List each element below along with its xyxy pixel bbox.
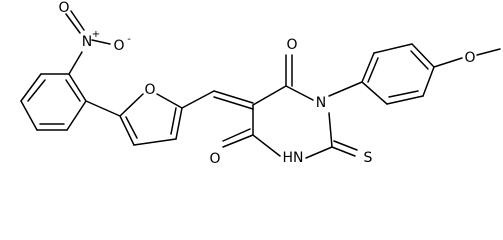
nitrophenyl-ring bbox=[20, 73, 87, 131]
nitro-nitrogen-label: N bbox=[82, 34, 92, 50]
molecule-drawing: N + O - O O N HN O bbox=[20, 0, 501, 167]
methylidene-linker bbox=[181, 90, 254, 110]
methoxyphenyl-ring bbox=[328, 43, 435, 105]
nitro-oxygen-double-label: O bbox=[58, 0, 69, 16]
c4-oxygen-label: O bbox=[286, 37, 297, 53]
furan-ring: O bbox=[119, 82, 183, 146]
carbonyl-c6: O bbox=[209, 128, 254, 167]
carbonyl-c4: O bbox=[285, 37, 298, 87]
nitro-group: N + O - O bbox=[58, 0, 131, 75]
thioxo-group: S bbox=[331, 140, 373, 166]
structure-diagram: N + O - O O N HN O bbox=[20, 0, 501, 167]
nitro-oxygen-single-label: O bbox=[113, 38, 124, 54]
nitro-nitrogen-charge: + bbox=[92, 29, 100, 40]
pyrimidine-ring: N HN bbox=[252, 85, 333, 166]
furan-oxygen-label: O bbox=[144, 82, 155, 98]
nitro-oxygen-charge: - bbox=[127, 34, 131, 45]
methoxy-oxygen-label: O bbox=[464, 50, 475, 66]
n3h-label: HN bbox=[283, 150, 304, 166]
n1-label: N bbox=[316, 95, 326, 111]
biaryl-bond bbox=[85, 100, 121, 117]
c6-oxygen-label: O bbox=[209, 151, 220, 167]
thioxo-sulfur-label: S bbox=[364, 150, 373, 166]
methoxy-group: O bbox=[433, 48, 501, 68]
